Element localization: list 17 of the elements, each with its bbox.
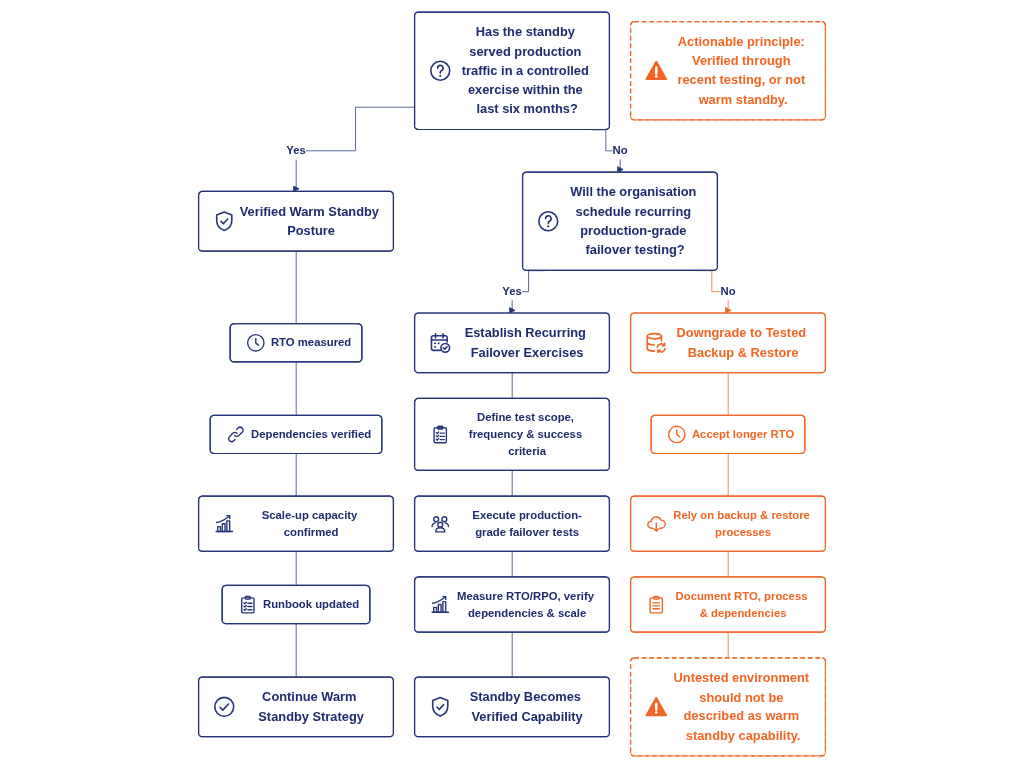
connector bbox=[511, 551, 513, 578]
connector bbox=[511, 470, 513, 497]
edge-label: No bbox=[720, 284, 736, 298]
connector bbox=[511, 632, 513, 678]
connector bbox=[295, 361, 297, 417]
connector bbox=[511, 372, 513, 400]
edge-label: No bbox=[612, 143, 628, 157]
connector bbox=[295, 551, 297, 587]
connector bbox=[295, 453, 297, 497]
connector bbox=[727, 372, 729, 417]
edge-label: Yes bbox=[502, 284, 522, 298]
connector bbox=[295, 623, 297, 678]
edge-label: Yes bbox=[286, 143, 306, 157]
connector bbox=[727, 551, 729, 578]
connector bbox=[727, 632, 729, 659]
connector bbox=[727, 453, 729, 497]
connector bbox=[295, 251, 297, 325]
